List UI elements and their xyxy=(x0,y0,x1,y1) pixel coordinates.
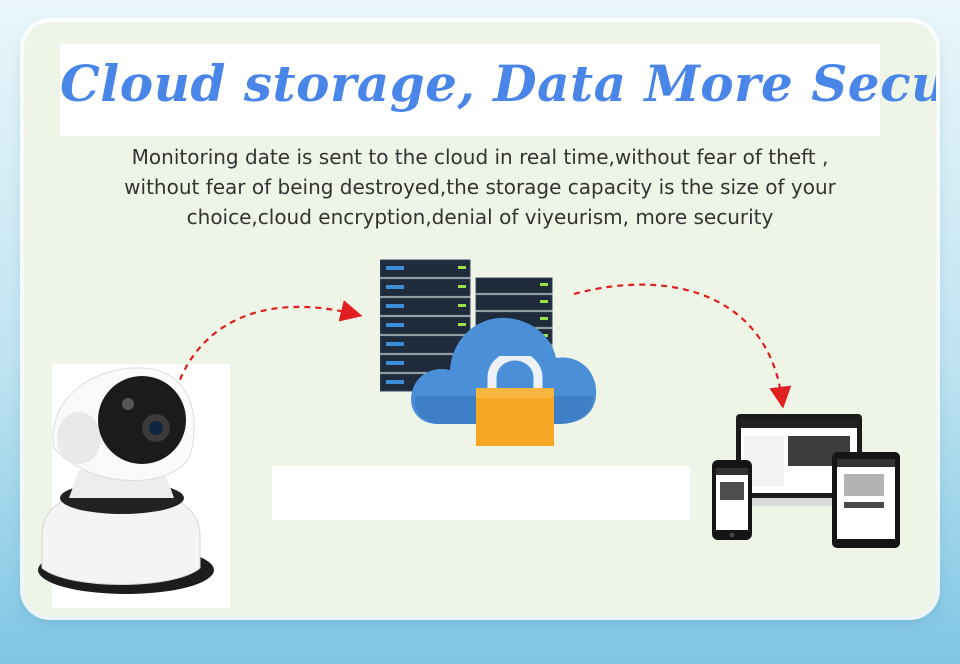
camera-icon xyxy=(38,367,214,594)
page-title: Cloud storage, Data More Secure xyxy=(60,54,936,113)
caption-box xyxy=(272,466,690,520)
description-line: without fear of being destroyed,the stor… xyxy=(124,175,836,199)
content-card: Cloud storage, Data More Secure Monitori… xyxy=(24,22,936,616)
phone-icon xyxy=(712,460,752,540)
description-line: Monitoring date is sent to the cloud in … xyxy=(131,145,829,169)
dashed-arrow-icon xyxy=(174,283,792,409)
laptop-icon xyxy=(732,414,866,506)
title-banner: Cloud storage, Data More Secure xyxy=(60,44,936,136)
padlock-icon xyxy=(476,356,554,446)
description-line: choice,cloud encryption,denial of viyeur… xyxy=(186,205,774,229)
tablet-icon xyxy=(832,452,900,548)
description: Monitoring date is sent to the cloud in … xyxy=(94,142,866,232)
